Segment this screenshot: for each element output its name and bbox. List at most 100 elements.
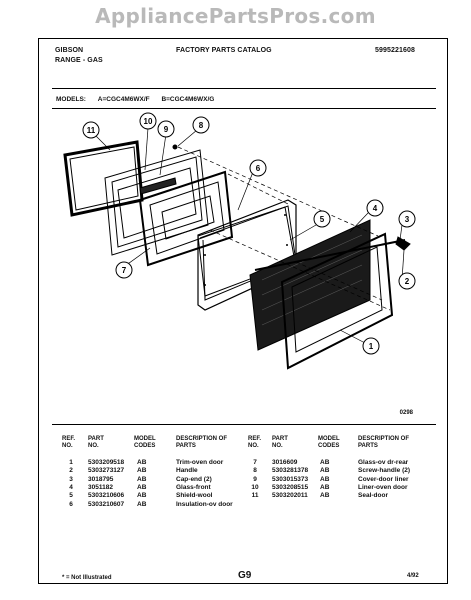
model-code-cell: AB [137, 483, 147, 491]
callout-circles [82, 112, 416, 355]
callout-8-circle [192, 116, 210, 134]
model-code-cell: AB [137, 492, 147, 500]
right-header-codes: MODEL CODES [318, 436, 340, 449]
ref-cell: 7 [253, 459, 257, 466]
part-number-cell: 5303281378 [272, 467, 309, 475]
table-row: 6 5303210607 AB Insulation-ov door [0, 501, 471, 509]
header-rule [52, 88, 436, 89]
part-number-cell: 5303015373 [272, 475, 309, 483]
ref-cell: 1 [69, 459, 73, 466]
callout-9: 9 [164, 125, 169, 134]
callout-10: 10 [144, 117, 153, 126]
model-code-cell: AB [137, 475, 147, 483]
left-header-part: PART NO. [88, 436, 104, 449]
right-header-desc: DESCRIPTION OF PARTS [358, 436, 410, 449]
description-cell: Liner-oven door [358, 483, 408, 491]
callout-11: 11 [87, 126, 96, 135]
model-code-cell: AB [320, 475, 330, 483]
part-number-cell: 5303273127 [88, 467, 125, 475]
watermark: AppliancePartsPros.com [95, 4, 376, 28]
callout-2: 2 [405, 277, 410, 286]
callout-4: 4 [373, 204, 378, 213]
page-number: G9 [238, 570, 252, 581]
ref-cell: 8 [253, 467, 257, 475]
callout-10-circle [139, 112, 157, 130]
table-row: 4 3051182 AB Glass-front [0, 484, 471, 492]
figure-code: 0298 [399, 410, 413, 416]
callout-3: 3 [405, 215, 410, 224]
ref-cell: 6 [69, 500, 73, 508]
right-header-ref: REF. NO. [248, 436, 262, 449]
description-cell: Glass-ov dr-rear [358, 459, 409, 466]
model-code-cell: AB [320, 459, 330, 466]
model-code-cell: AB [137, 500, 147, 508]
left-header-ref: REF. NO. [62, 436, 76, 449]
callout-9-circle [157, 120, 175, 138]
footnote: * = Not Illustrated [62, 575, 112, 581]
table-row: 7 3016609 AB Glass-ov dr-rear [0, 459, 471, 467]
table-row: 10 5303208515 AB Liner-oven door [0, 484, 471, 492]
part-number-cell: 5303210606 [88, 492, 125, 500]
callout-6: 6 [256, 164, 261, 173]
table-row: 2 5303273127 AB Handle [0, 467, 471, 475]
part-number-cell: 5303209518 [88, 459, 125, 466]
ref-cell: 10 [251, 483, 259, 491]
callout-4-circle [366, 199, 384, 217]
ref-cell: 9 [253, 475, 257, 483]
description-cell: Screw-handle (2) [358, 467, 411, 475]
table-row: 5 5303210606 AB Shield-wool [0, 492, 471, 500]
model-code-cell: AB [137, 467, 147, 475]
models-rule [52, 108, 436, 109]
door-seal-part [63, 140, 144, 217]
callout-11-circle [82, 121, 100, 139]
part-number-cell: 5303210607 [88, 500, 125, 508]
part-number-cell: 5303208515 [272, 483, 309, 491]
callout-3-circle [398, 210, 416, 228]
part-number-cell: 3051182 [88, 483, 113, 491]
door-liner-part [104, 149, 209, 256]
models-line: MODELS: A=CGC4M6WX/F B=CGC4M6WX/G [56, 96, 224, 103]
callout-5: 5 [320, 215, 325, 224]
left-header-desc: DESCRIPTION OF PARTS [176, 436, 228, 449]
description-cell: Insulation-ov door [176, 500, 233, 508]
screw-part [172, 144, 178, 150]
table-row: 8 5303281378 AB Screw-handle (2) [0, 467, 471, 475]
ref-cell: 11 [251, 492, 259, 500]
right-header-part: PART NO. [272, 436, 288, 449]
callout-1: 1 [369, 342, 374, 351]
page-frame [38, 38, 448, 584]
model-code-cell: AB [137, 459, 147, 466]
description-cell: Glass-front [176, 483, 211, 491]
ref-cell: 5 [69, 492, 73, 500]
callout-8: 8 [199, 121, 204, 130]
models-label: MODELS: [56, 96, 86, 103]
description-cell: Cap-end (2) [176, 475, 212, 483]
left-header-codes: MODEL CODES [134, 436, 156, 449]
ref-cell: 2 [69, 467, 73, 475]
description-cell: Handle [176, 467, 198, 475]
model-code-cell: AB [320, 483, 330, 491]
model-b: B=CGC4M6WX/G [161, 96, 215, 103]
catalog-title: FACTORY PARTS CATALOG [176, 47, 272, 54]
model-a: A=CGC4M6WX/F [97, 96, 150, 103]
description-cell: Shield-wool [176, 492, 213, 500]
callout-2-circle [398, 272, 416, 290]
part-number-cell: 3016609 [272, 459, 298, 466]
model-code-cell: AB [320, 467, 330, 475]
ref-cell: 4 [69, 483, 73, 491]
callout-7-circle [115, 261, 133, 279]
front-glass-part [249, 219, 371, 351]
brand-label: GIBSON [55, 47, 84, 54]
table-top-rule [52, 424, 436, 425]
description-cell: Seal-door [358, 492, 388, 500]
part-number-cell: 3018795 [88, 475, 114, 483]
catalog-number: 5995221608 [375, 47, 415, 54]
range-label: RANGE - GAS [55, 57, 103, 64]
ref-cell: 3 [69, 475, 73, 483]
revision-date: 4/92 [407, 573, 419, 579]
callout-5-circle [313, 210, 331, 228]
rear-glass-part [138, 170, 234, 267]
